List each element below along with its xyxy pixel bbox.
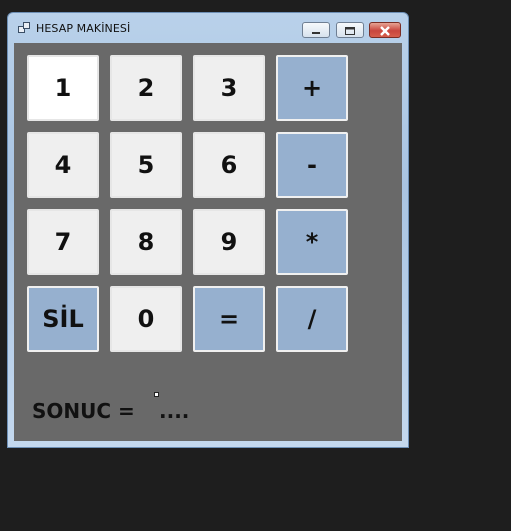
key-7[interactable]: 7 bbox=[27, 209, 99, 275]
caret-marker bbox=[154, 392, 159, 397]
maximize-button[interactable] bbox=[336, 22, 364, 38]
key-plus[interactable]: + bbox=[276, 55, 348, 121]
key-divide[interactable]: / bbox=[276, 286, 348, 352]
key-multiply[interactable]: * bbox=[276, 209, 348, 275]
key-0[interactable]: 0 bbox=[110, 286, 182, 352]
key-4[interactable]: 4 bbox=[27, 132, 99, 198]
maximize-icon bbox=[345, 27, 355, 35]
key-8[interactable]: 8 bbox=[110, 209, 182, 275]
key-2[interactable]: 2 bbox=[110, 55, 182, 121]
key-clear[interactable]: SİL bbox=[27, 286, 99, 352]
result-label: SONUC = bbox=[32, 399, 135, 423]
title-bar[interactable]: HESAP MAKİNESİ bbox=[8, 13, 408, 43]
key-minus[interactable]: - bbox=[276, 132, 348, 198]
minimize-icon bbox=[312, 32, 320, 34]
calculator-body: 1 2 3 + 4 5 6 - 7 8 9 * SİL 0 = / SONUC … bbox=[14, 43, 402, 441]
result-value: .... bbox=[159, 399, 190, 423]
key-1[interactable]: 1 bbox=[27, 55, 99, 121]
key-equals[interactable]: = bbox=[193, 286, 265, 352]
minimize-button[interactable] bbox=[302, 22, 330, 38]
key-9[interactable]: 9 bbox=[193, 209, 265, 275]
window-title: HESAP MAKİNESİ bbox=[36, 22, 131, 35]
key-6[interactable]: 6 bbox=[193, 132, 265, 198]
key-5[interactable]: 5 bbox=[110, 132, 182, 198]
close-button[interactable] bbox=[369, 22, 401, 38]
calculator-window: HESAP MAKİNESİ 1 2 3 + 4 5 6 - 7 bbox=[7, 12, 409, 448]
key-3[interactable]: 3 bbox=[193, 55, 265, 121]
calculator-window-icon bbox=[18, 22, 30, 33]
close-icon bbox=[380, 26, 390, 36]
